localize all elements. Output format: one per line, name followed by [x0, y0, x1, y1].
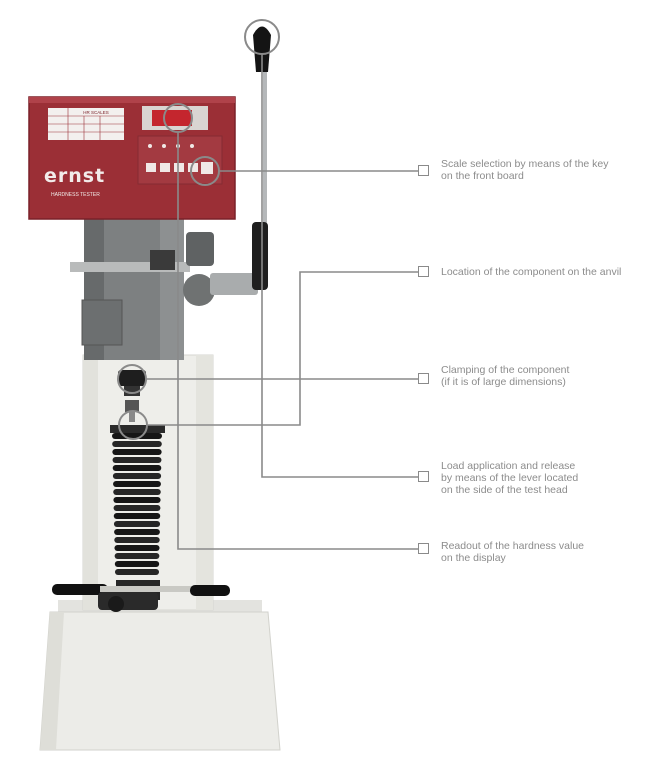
leader-line-load-lever: [261, 54, 418, 478]
bellows-rib: [114, 545, 160, 551]
clamping-knob[interactable]: [118, 370, 146, 396]
callout-label-load-lever: Load application and release by means of…: [441, 460, 579, 496]
scale-key-2[interactable]: [160, 163, 170, 172]
test-head: [70, 215, 258, 360]
bellows-rib: [112, 465, 162, 471]
control-panel: HR SCALES ernst HARDNESS TESTER: [28, 96, 236, 220]
machine-base: [39, 600, 281, 751]
scale-select-key[interactable]: [201, 162, 213, 174]
bellows-rib: [113, 521, 161, 527]
bellows-rib: [113, 513, 161, 519]
bellows-rib: [112, 457, 162, 463]
leader-line-readout: [177, 132, 418, 550]
scale-key-3[interactable]: [174, 163, 184, 172]
bellows-rib: [112, 433, 162, 439]
callout-marker-readout: [418, 543, 429, 554]
callout-marker-load-lever: [418, 471, 429, 482]
bellows-rib: [113, 489, 161, 495]
callout-marker-clamping: [418, 373, 429, 384]
bellows-rib: [114, 537, 160, 543]
bellows-rib: [112, 473, 162, 479]
bellows-rib: [112, 441, 162, 447]
hardness-display: [142, 106, 208, 130]
load-lever[interactable]: [252, 26, 271, 291]
model-label: HARDNESS TESTER: [51, 192, 100, 198]
callout-label-scale-selection: Scale selection by means of the key on t…: [441, 158, 609, 182]
callout-marker-scale-selection: [418, 165, 429, 176]
bellows-rib: [113, 505, 161, 511]
callout-label-clamping: Clamping of the component (if it is of l…: [441, 364, 570, 388]
brand-logo: ernst: [44, 165, 105, 187]
bellows-rib: [113, 497, 161, 503]
callout-label-anvil: Location of the component on the anvil: [441, 266, 622, 278]
bellows-rib: [114, 569, 160, 575]
scale-key-4[interactable]: [188, 163, 198, 172]
indenter: [125, 400, 139, 422]
scale-key-1[interactable]: [146, 163, 156, 172]
bellows-rib: [114, 553, 160, 559]
hr-scales-table: HR SCALES: [48, 108, 124, 140]
panel-keypad: [137, 135, 223, 185]
bellows-rib: [114, 561, 160, 567]
bellows-elevating-screw: [110, 425, 165, 600]
bellows-rib: [113, 481, 161, 487]
leader-line-anvil: [147, 271, 418, 426]
anvil-handwheel[interactable]: [52, 584, 230, 612]
bellows-rib: [112, 449, 162, 455]
hr-scales-title: HR SCALES: [83, 110, 109, 115]
bellows-rib: [114, 529, 160, 535]
callout-marker-anvil: [418, 266, 429, 277]
callout-label-readout: Readout of the hardness value on the dis…: [441, 540, 585, 564]
